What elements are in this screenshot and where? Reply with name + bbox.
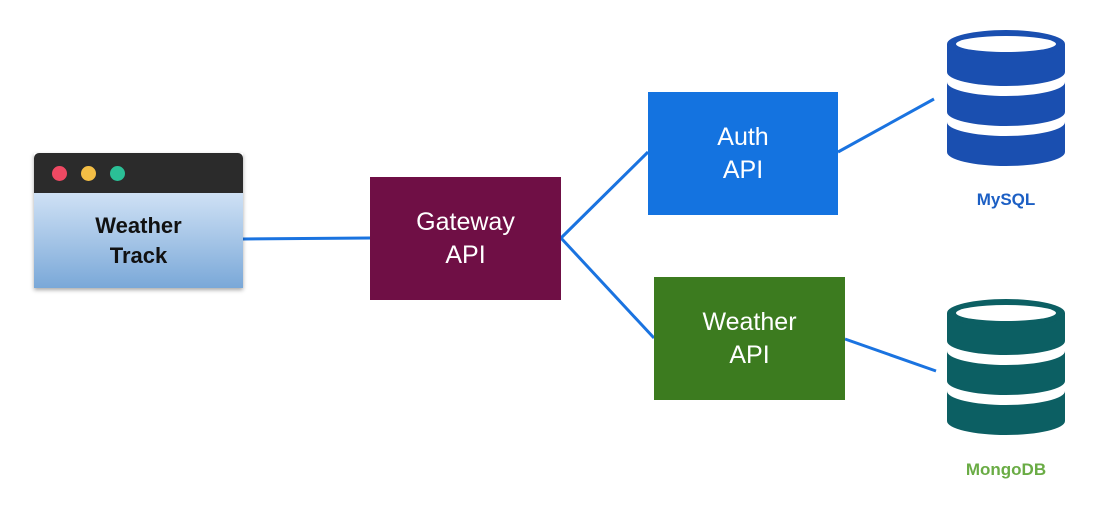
edge-gateway-auth <box>559 150 650 240</box>
weather-api-node: Weather API <box>654 277 845 400</box>
close-dot-icon <box>52 166 67 181</box>
maximize-dot-icon <box>110 166 125 181</box>
weather-track-client-window: Weather Track <box>34 153 243 288</box>
edge-gateway-weather <box>559 236 656 340</box>
mysql-label: MySQL <box>976 190 1036 209</box>
edge-client-gateway <box>242 236 371 241</box>
mysql-database-icon <box>947 30 1065 166</box>
mongodb-label: MongoDB <box>965 460 1047 479</box>
client-title: Weather Track <box>34 193 243 288</box>
edge-auth-mysql <box>837 97 935 154</box>
edge-weather-mongodb <box>844 337 937 373</box>
mongodb-database-icon <box>947 299 1065 435</box>
gateway-api-node: Gateway API <box>370 177 561 300</box>
auth-api-node: Auth API <box>648 92 838 215</box>
window-titlebar <box>34 153 243 193</box>
minimize-dot-icon <box>81 166 96 181</box>
